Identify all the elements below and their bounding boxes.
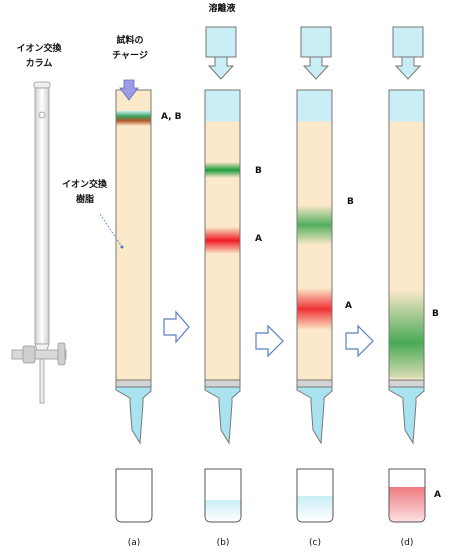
band-b-label-panel-b: B xyxy=(255,166,262,176)
beaker-a xyxy=(115,468,153,523)
column-title-line1: イオン交換 xyxy=(16,44,62,54)
resin-label-line1: イオン交換 xyxy=(62,180,108,190)
column-a xyxy=(115,79,152,445)
process-arrow-b-c xyxy=(255,324,284,358)
column-title-line2: カラム xyxy=(25,59,53,69)
beaker-b xyxy=(204,468,242,523)
panel-caption-b: (b) xyxy=(216,538,230,548)
band-a-label-panel-b: A xyxy=(255,234,262,244)
band-b-label-panel-c: B xyxy=(347,197,354,207)
glass-column-illustration xyxy=(11,81,67,404)
eluent-label: 溶離液 xyxy=(208,4,236,14)
sample-charge-line1: 試料の xyxy=(116,36,144,46)
panel-caption-c: (c) xyxy=(309,538,321,548)
beaker-c xyxy=(296,468,334,523)
process-arrow-c-d xyxy=(345,324,374,358)
column-d xyxy=(388,26,425,445)
resin-label-line2: 樹脂 xyxy=(76,195,95,205)
column-c xyxy=(296,26,333,445)
column-b xyxy=(204,26,241,445)
band-a-label-panel-c: A xyxy=(345,301,352,311)
resin-pointer xyxy=(99,213,123,248)
beaker-d xyxy=(388,468,426,523)
panel-caption-a: (a) xyxy=(127,538,141,548)
band-b-label-panel-d: B xyxy=(432,309,439,319)
band-ab-label: A, B xyxy=(161,112,182,122)
process-arrow-a-b xyxy=(163,310,190,344)
beaker-a-label-panel-d: A xyxy=(434,490,441,500)
sample-charge-line2: チャージ xyxy=(112,51,148,61)
panel-caption-d: (d) xyxy=(400,538,414,548)
